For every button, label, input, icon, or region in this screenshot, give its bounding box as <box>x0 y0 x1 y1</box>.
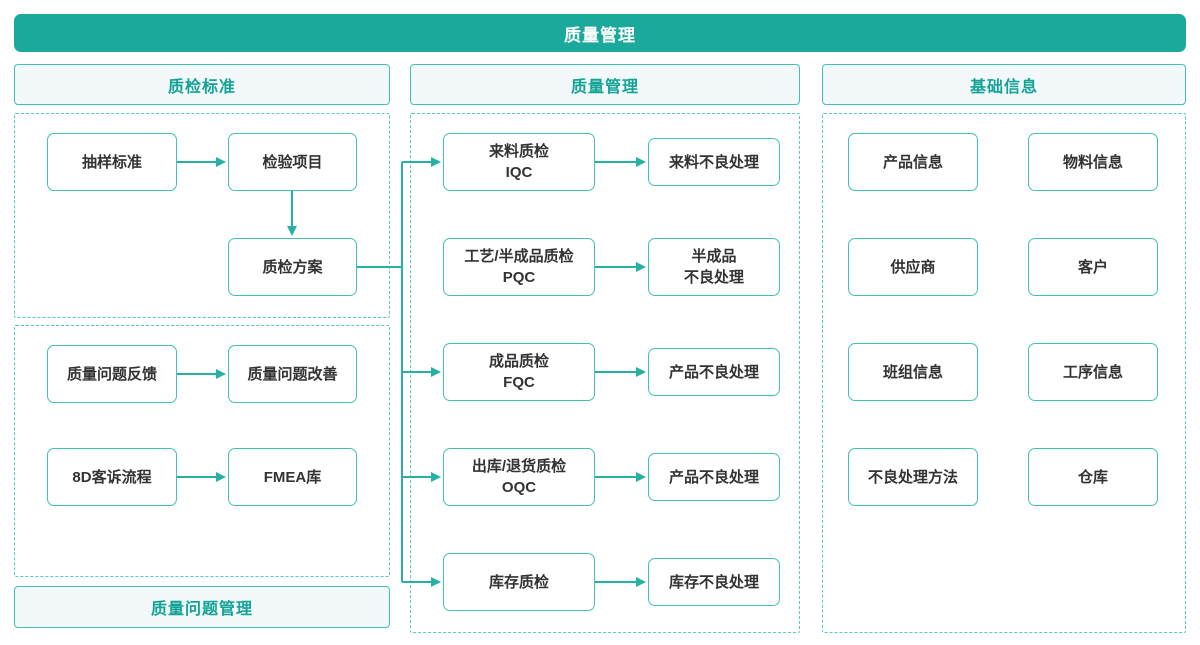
label-quality-issue-management: 质量问题管理 <box>14 586 390 628</box>
node-fqc: 成品质检 FQC <box>443 343 595 401</box>
node-label-line: 半成品 <box>691 248 737 265</box>
node-label-line: 来料质检 <box>488 143 549 160</box>
node-defect-handling-method: 不良处理方法 <box>848 448 978 506</box>
node-label: 产品不良处理 <box>668 363 759 381</box>
node-quality-issue-feedback: 质量问题反馈 <box>47 345 177 403</box>
node-label: 不良处理方法 <box>867 468 958 486</box>
node-process-info: 工序信息 <box>1028 343 1158 401</box>
node-semi-product-defect-handling: 半成品 不良处理 <box>648 238 780 296</box>
node-label: 质量问题反馈 <box>66 365 157 383</box>
header-basic-info: 基础信息 <box>822 64 1186 105</box>
node-label: 8D客诉流程 <box>72 468 152 486</box>
section-quality-issues <box>14 325 390 577</box>
node-product-defect-handling-2: 产品不良处理 <box>648 453 780 501</box>
node-label-line: FQC <box>503 374 535 391</box>
node-8d-complaint-process: 8D客诉流程 <box>47 448 177 506</box>
node-label: 检验项目 <box>262 153 323 171</box>
node-team-info: 班组信息 <box>848 343 978 401</box>
node-pqc: 工艺/半成品质检 PQC <box>443 238 595 296</box>
node-label: 来料不良处理 <box>668 153 759 171</box>
node-label: 产品信息 <box>882 153 943 171</box>
node-label: 仓库 <box>1077 468 1108 486</box>
node-incoming-defect-handling: 来料不良处理 <box>648 138 780 186</box>
node-label-line: PQC <box>502 269 536 286</box>
node-oqc: 出库/退货质检 OQC <box>443 448 595 506</box>
node-customer: 客户 <box>1028 238 1158 296</box>
node-label: 产品不良处理 <box>668 468 759 486</box>
node-label-line: 出库/退货质检 <box>471 458 567 475</box>
node-warehouse: 仓库 <box>1028 448 1158 506</box>
section-inspection-standards <box>14 113 390 318</box>
node-label: 物料信息 <box>1062 153 1123 171</box>
node-label-line: 工艺/半成品质检 <box>464 248 574 265</box>
node-label: FMEA库 <box>263 468 322 486</box>
node-inventory-inspection: 库存质检 <box>443 553 595 611</box>
node-inventory-defect-handling: 库存不良处理 <box>648 558 780 606</box>
node-label: 库存不良处理 <box>668 573 759 591</box>
node-label: 抽样标准 <box>81 153 142 171</box>
header-label: 质检标准 <box>167 78 236 96</box>
node-label: 工序信息 <box>1062 363 1123 381</box>
node-quality-issue-improvement: 质量问题改善 <box>228 345 357 403</box>
node-label: 班组信息 <box>882 363 943 381</box>
node-supplier: 供应商 <box>848 238 978 296</box>
node-inspection-item: 检验项目 <box>228 133 357 191</box>
node-label: 质检方案 <box>262 258 323 276</box>
node-inspection-plan: 质检方案 <box>228 238 357 296</box>
node-label: 供应商 <box>890 258 936 276</box>
node-label-line: 成品质检 <box>488 353 549 370</box>
header-label: 基础信息 <box>969 78 1038 96</box>
node-label: 库存质检 <box>488 573 549 591</box>
section-quality-management <box>410 113 800 633</box>
label-text: 质量问题管理 <box>150 601 253 618</box>
header-quality-management: 质量管理 <box>410 64 800 105</box>
node-fmea-library: FMEA库 <box>228 448 357 506</box>
node-product-info: 产品信息 <box>848 133 978 191</box>
node-sampling-standard: 抽样标准 <box>47 133 177 191</box>
node-label-line: OQC <box>501 479 537 496</box>
header-label: 质量管理 <box>570 78 639 96</box>
section-basic-info <box>822 113 1186 633</box>
node-label-line: 不良处理 <box>683 269 744 286</box>
node-label: 客户 <box>1077 258 1108 276</box>
header-inspection-standards: 质检标准 <box>14 64 390 105</box>
node-iqc: 来料质检 IQC <box>443 133 595 191</box>
banner-quality-management: 质量管理 <box>14 14 1186 52</box>
node-material-info: 物料信息 <box>1028 133 1158 191</box>
node-label: 质量问题改善 <box>247 365 338 383</box>
banner-title: 质量管理 <box>564 25 636 45</box>
node-label-line: IQC <box>505 164 533 181</box>
node-product-defect-handling-1: 产品不良处理 <box>648 348 780 396</box>
